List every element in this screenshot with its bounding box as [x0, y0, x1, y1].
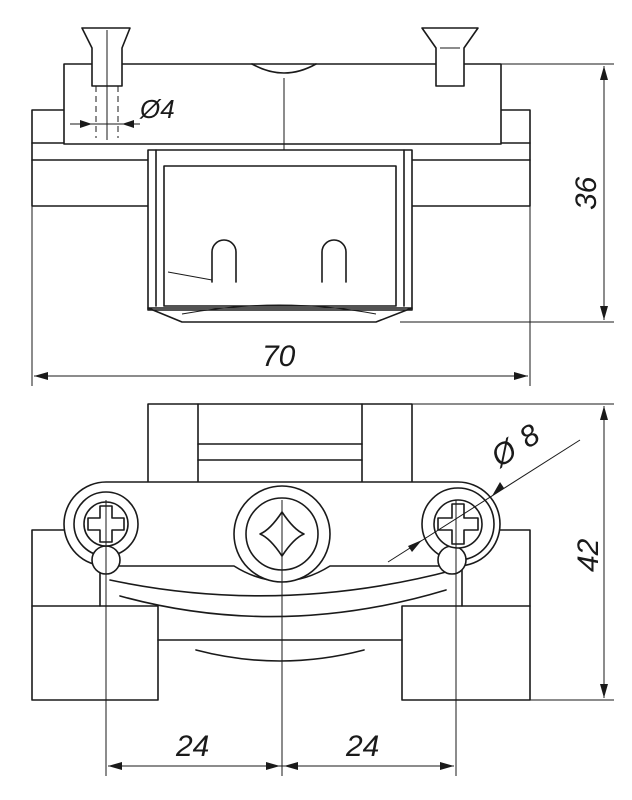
side-elevation-view: Ø4 36 70 [31, 27, 614, 386]
bracket-lip [147, 307, 413, 323]
dimension-screw-head-diameter: 8 [514, 418, 547, 455]
dimension-spacing-right: 24 [345, 730, 379, 763]
bracket-outer [147, 149, 413, 311]
left-screw [81, 27, 131, 87]
pin-right [321, 239, 347, 283]
plan-bottom-lip [157, 639, 403, 662]
top-body [63, 63, 502, 145]
bracket-inner [163, 165, 397, 307]
dim42-arrow-bottom [600, 684, 608, 698]
dim36-arrow-bottom [600, 306, 608, 320]
dimension-height-top: 36 [570, 176, 603, 210]
dia8-label: Ø 8 [485, 418, 547, 474]
dia4-arrow-left [80, 120, 92, 128]
right-screw [421, 27, 479, 87]
dimension-width-total: 70 [262, 340, 296, 373]
dia8-arrow-2 [492, 482, 504, 496]
dim24-arrow-d [440, 762, 454, 770]
dimension-hole-diameter: Ø4 [139, 94, 175, 124]
cross-screw-icon [433, 499, 483, 549]
dim70-arrow-right [514, 372, 528, 380]
dimension-screw-head-symbol: Ø [485, 432, 525, 474]
plan-lower-arc [109, 569, 455, 597]
dimension-height-bottom: 42 [572, 538, 605, 572]
right-screw-pin [437, 545, 467, 575]
dim24-arrow-c [284, 762, 298, 770]
dim42-arrow-top [600, 406, 608, 420]
dim24-arrow-a [108, 762, 122, 770]
pin-left [211, 239, 237, 283]
dia8-arrow [408, 540, 422, 552]
dim36-arrow-top [600, 66, 608, 80]
bracket-lip-arc [181, 304, 377, 315]
plan-lower-arc-2 [119, 589, 447, 618]
dia4-arrow-right [122, 120, 134, 128]
dim24-arrow-b [266, 762, 280, 770]
center-recess [251, 63, 317, 74]
dimension-spacing-left: 24 [175, 730, 209, 763]
dim70-arrow-left [34, 372, 48, 380]
plan-view: Ø 8 42 24 24 [31, 403, 614, 776]
leader-pin [167, 271, 213, 281]
